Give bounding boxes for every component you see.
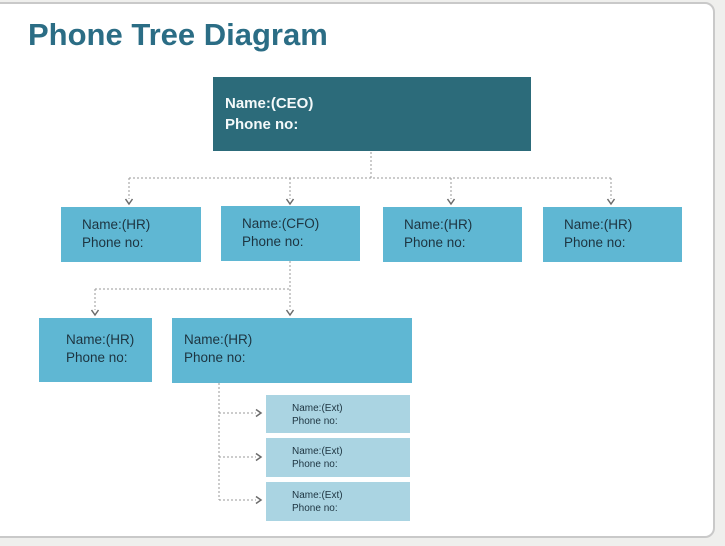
node-phone-line: Phone no:: [292, 416, 338, 427]
node-name-line: Name:(HR): [66, 332, 135, 347]
node-ext-1: Name:(Ext) Phone no:: [266, 395, 410, 433]
node-hr-5: Name:(HR) Phone no:: [172, 318, 412, 383]
node-hr-1: Name:(HR) Phone no:: [61, 207, 201, 262]
node-name-line: Name:(HR): [184, 332, 253, 347]
node-hr-4: Name:(HR) Phone no:: [39, 318, 152, 382]
node-name-line: Name:(HR): [404, 217, 473, 232]
node-phone-line: Phone no:: [242, 234, 304, 249]
node-phone-line: Phone no:: [292, 459, 338, 470]
node-phone-line: Phone no:: [292, 503, 338, 514]
node-phone-line: Phone no:: [404, 235, 466, 250]
node-hr-3: Name:(HR) Phone no:: [543, 207, 682, 262]
node-phone-line: Phone no:: [66, 350, 128, 365]
node-ceo: Name:(CEO) Phone no:: [213, 77, 531, 151]
node-name-line: Name:(CFO): [242, 216, 320, 231]
node-name-line: Name:(Ext): [292, 403, 343, 414]
node-name-line: Name:(Ext): [292, 446, 343, 457]
diagram-title: Phone Tree Diagram: [28, 17, 328, 52]
node-name-line: Name:(Ext): [292, 490, 343, 501]
node-name-line: Name:(HR): [82, 217, 151, 232]
node-cfo: Name:(CFO) Phone no:: [221, 206, 360, 261]
node-phone-line: Phone no:: [564, 235, 626, 250]
node-phone-line: Phone no:: [82, 235, 144, 250]
node-ext-3: Name:(Ext) Phone no:: [266, 482, 410, 521]
node-hr-2: Name:(HR) Phone no:: [383, 207, 522, 262]
node-name-line: Name:(HR): [564, 217, 633, 232]
node-ext-2: Name:(Ext) Phone no:: [266, 438, 410, 477]
node-phone-line: Phone no:: [225, 116, 299, 133]
node-phone-line: Phone no:: [184, 350, 246, 365]
node-name-line: Name:(CEO): [225, 95, 314, 112]
